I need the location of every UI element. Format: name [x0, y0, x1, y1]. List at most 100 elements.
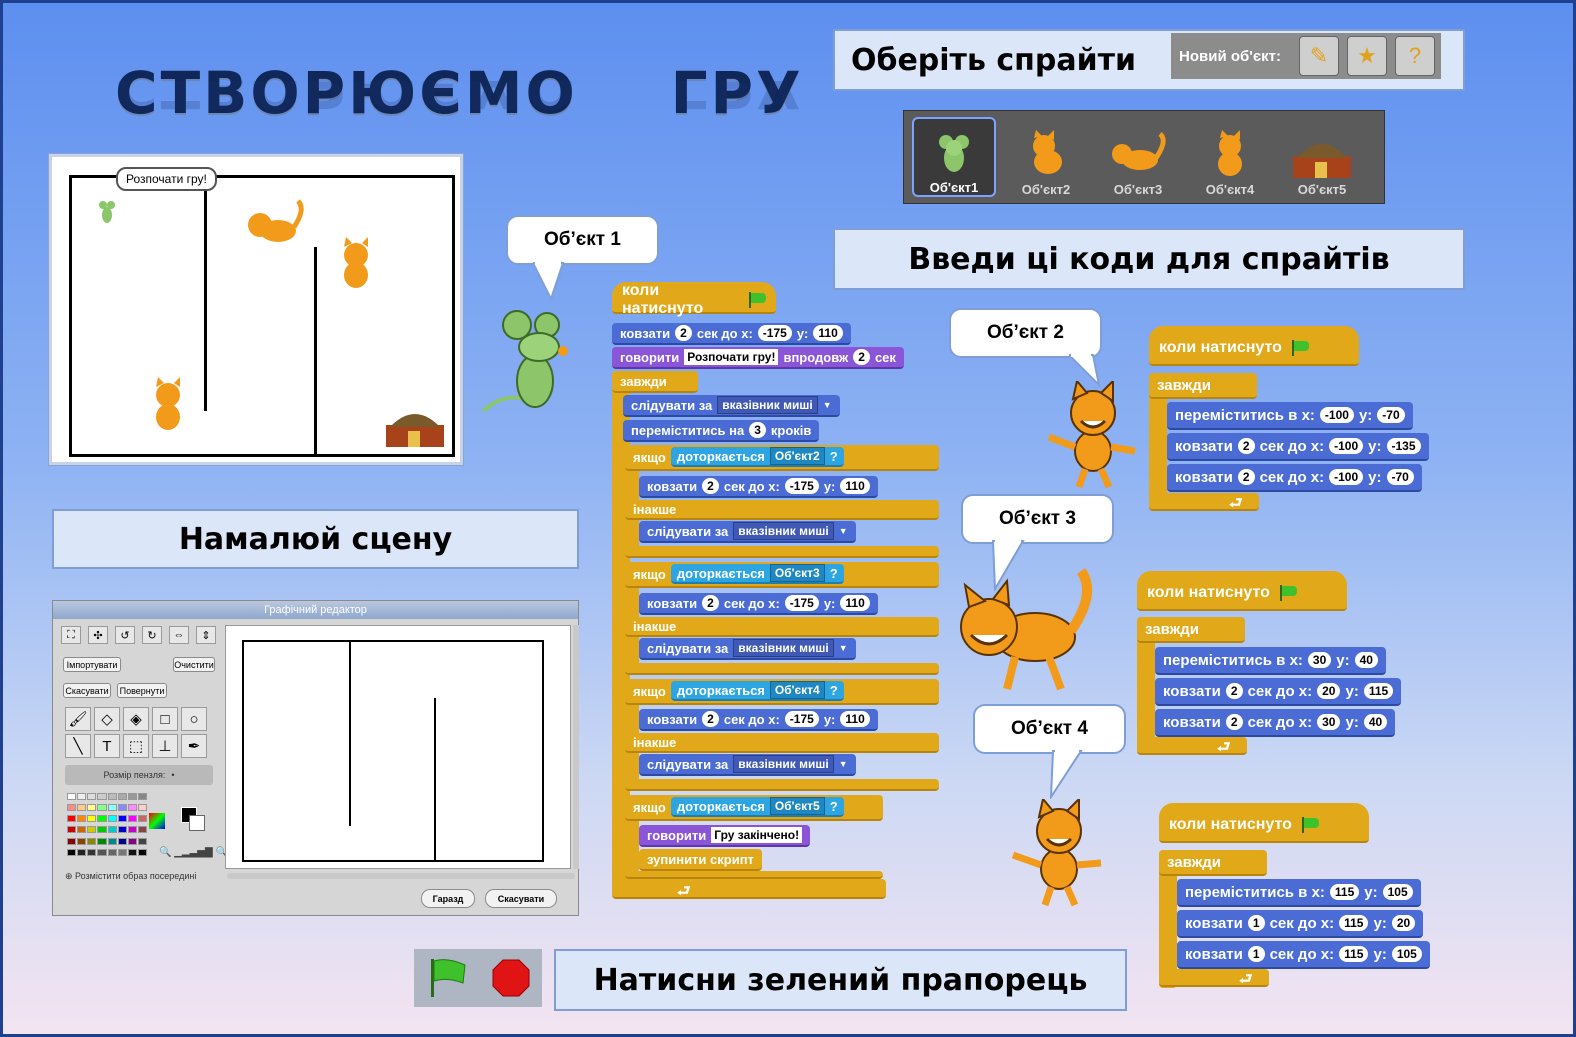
brush-size-control[interactable]: Розмір пензля:•: [65, 765, 213, 785]
color-swatch[interactable]: [97, 848, 107, 856]
color-swatch[interactable]: [137, 815, 147, 823]
green-flag-icon[interactable]: [425, 957, 469, 999]
shrink-icon[interactable]: ✣: [88, 626, 108, 644]
color-swatch[interactable]: [87, 793, 97, 800]
color-swatch[interactable]: [77, 848, 87, 856]
center-image-option[interactable]: ⊕ Розмістити образ посередині: [65, 871, 197, 881]
random-sprite-button[interactable]: ?: [1395, 36, 1435, 76]
zoom-fit-icon[interactable]: ⛶: [61, 626, 81, 644]
vertical-scrollbar[interactable]: [573, 625, 579, 869]
color-swatch[interactable]: [127, 826, 137, 834]
when-flag-clicked-block[interactable]: коли натиснуто: [612, 282, 776, 317]
when-flag-clicked-block[interactable]: коли натиснуто: [1159, 803, 1369, 843]
when-flag-clicked-block[interactable]: коли натиснуто: [1137, 571, 1347, 611]
color-swatch[interactable]: [127, 804, 137, 812]
rotate-left-icon[interactable]: ↺: [115, 626, 135, 644]
sprite-item-1[interactable]: Об'єкт1: [912, 117, 996, 197]
color-swatch[interactable]: [77, 826, 87, 834]
color-swatch[interactable]: [117, 848, 127, 856]
ok-button[interactable]: Гаразд: [421, 889, 475, 908]
eraser-tool-icon[interactable]: ◇: [94, 707, 120, 731]
select-tool-icon[interactable]: ⬚: [123, 734, 149, 758]
paint-canvas[interactable]: [225, 625, 571, 869]
color-swatch[interactable]: [87, 826, 97, 834]
color-swatch[interactable]: [87, 804, 97, 812]
import-button[interactable]: Імпортувати: [63, 657, 121, 672]
color-swatch[interactable]: [77, 837, 87, 845]
color-swatch[interactable]: [117, 837, 127, 845]
color-swatch[interactable]: [87, 837, 97, 845]
undo-button[interactable]: Скасувати: [63, 683, 111, 698]
redo-button[interactable]: Повернути: [117, 683, 167, 698]
color-swatch[interactable]: [67, 848, 77, 856]
color-swatch[interactable]: [107, 793, 117, 800]
color-swatch[interactable]: [67, 804, 77, 812]
horizontal-scrollbar[interactable]: [227, 873, 575, 879]
line-tool-icon[interactable]: ╲: [65, 734, 91, 758]
color-swatch[interactable]: [87, 815, 97, 823]
color-swatch[interactable]: [137, 793, 147, 800]
text-tool-icon[interactable]: T: [94, 734, 120, 758]
color-swatch[interactable]: [117, 826, 127, 834]
color-swatch[interactable]: [77, 804, 87, 812]
color-swatch[interactable]: [127, 837, 137, 845]
color-swatch[interactable]: [107, 826, 117, 834]
sprite-item-5[interactable]: Об'єкт5: [1280, 117, 1364, 197]
stop-sign-icon[interactable]: [491, 958, 531, 998]
rotate-right-icon[interactable]: ↻: [142, 626, 162, 644]
color-swatch[interactable]: [97, 815, 107, 823]
clear-button[interactable]: Очистити: [173, 657, 215, 672]
color-swatch[interactable]: [77, 793, 87, 800]
forever-block[interactable]: завжди: [1137, 617, 1245, 643]
fill-tool-icon[interactable]: ◈: [123, 707, 149, 731]
when-flag-clicked-block[interactable]: коли натиснуто: [1149, 326, 1359, 366]
color-swatch[interactable]: [97, 837, 107, 845]
forever-block[interactable]: завжди: [1159, 850, 1267, 876]
ellipse-tool-icon[interactable]: ○: [181, 707, 207, 731]
stamp-tool-icon[interactable]: ⊥: [152, 734, 178, 758]
flip-vertical-icon[interactable]: ⇕: [196, 626, 216, 644]
forever-block[interactable]: завжди: [612, 371, 698, 393]
color-swatch[interactable]: [107, 804, 117, 812]
cancel-button[interactable]: Скасувати: [485, 889, 557, 908]
color-swatch[interactable]: [67, 793, 77, 800]
paint-new-sprite-button[interactable]: ✎: [1299, 36, 1339, 76]
stop-script-block[interactable]: зупинити скрипт: [639, 849, 762, 871]
color-swatch[interactable]: [117, 793, 127, 800]
color-swatch[interactable]: [127, 815, 137, 823]
brush-tool-icon[interactable]: 🖌: [65, 707, 91, 731]
color-swatch[interactable]: [137, 826, 147, 834]
sprite-item-3[interactable]: Об'єкт3: [1096, 117, 1180, 197]
background-color[interactable]: [189, 815, 205, 831]
color-palette[interactable]: [67, 793, 147, 859]
color-swatch[interactable]: [117, 815, 127, 823]
zoom-control[interactable]: 🔍 ▁▂▃▅▇ 🔍: [159, 847, 228, 858]
color-swatch[interactable]: [67, 826, 77, 834]
rectangle-tool-icon[interactable]: □: [152, 707, 178, 731]
color-swatch[interactable]: [137, 837, 147, 845]
color-swatch[interactable]: [127, 793, 137, 800]
choose-sprite-file-button[interactable]: ★: [1347, 36, 1387, 76]
